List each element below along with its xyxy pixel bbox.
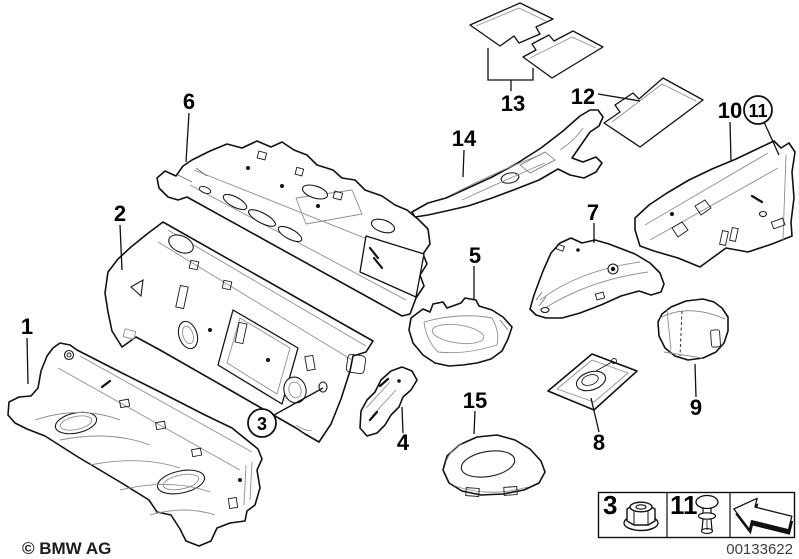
legend-rivet-label: 11 (670, 490, 698, 520)
part-drawing-12[interactable] (603, 77, 704, 148)
part-drawing-1[interactable] (7, 342, 263, 547)
part-drawing-5[interactable] (408, 297, 513, 367)
callout-label-4: 4 (397, 430, 410, 455)
image-number: 00133622 (726, 541, 793, 558)
callout-9[interactable]: 9 (690, 363, 702, 420)
callout-label-13: 13 (501, 91, 525, 116)
copyright-text: © BMW AG (22, 539, 111, 558)
callout-label-10: 10 (718, 98, 742, 123)
legend-cell-arrow[interactable] (729, 493, 797, 543)
legend-nut-label: 3 (603, 490, 617, 520)
callout-label-8: 8 (593, 430, 605, 455)
legend-cell-rivet[interactable]: 11 (670, 490, 719, 534)
callout-5[interactable]: 5 (469, 243, 481, 300)
part-drawing-4[interactable] (359, 366, 418, 437)
callout-3[interactable]: 3 (247, 387, 324, 438)
callout-15[interactable]: 15 (463, 388, 487, 435)
part-drawing-13a[interactable] (469, 2, 554, 47)
part-drawing-10[interactable] (634, 140, 796, 268)
callout-2[interactable]: 2 (114, 201, 126, 271)
direction-arrow-icon (733, 497, 794, 535)
part-drawing-8[interactable] (547, 353, 638, 411)
callout-label-1: 1 (21, 314, 33, 339)
callout-label-15: 15 (463, 388, 487, 413)
callout-10[interactable]: 10 (718, 98, 742, 162)
flange-nut-icon (623, 501, 659, 532)
callout-label-7: 7 (587, 200, 599, 225)
expansion-rivet-icon (695, 494, 719, 534)
part-drawing-14[interactable] (411, 109, 604, 218)
callout-label-11: 11 (748, 101, 767, 121)
part-drawing-2[interactable] (104, 221, 374, 443)
callout-14[interactable]: 14 (452, 126, 477, 178)
part-drawing-9[interactable] (657, 298, 729, 361)
legend-box: 3 11 (597, 490, 797, 543)
callout-12[interactable]: 12 (571, 84, 641, 109)
part-drawing-13b[interactable] (522, 30, 604, 79)
callout-label-14: 14 (452, 126, 477, 151)
callout-label-6: 6 (183, 89, 195, 114)
legend-cell-nut[interactable]: 3 (603, 490, 659, 532)
callout-13[interactable]: 13 (487, 48, 534, 116)
callout-label-2: 2 (114, 201, 126, 226)
callout-label-12: 12 (571, 84, 595, 109)
callout-7[interactable]: 7 (587, 200, 599, 243)
callout-1[interactable]: 1 (21, 314, 33, 385)
callout-label-9: 9 (690, 395, 702, 420)
callout-11[interactable]: 11 (743, 95, 780, 156)
callout-6[interactable]: 6 (183, 89, 195, 163)
callout-4[interactable]: 4 (397, 406, 410, 455)
part-drawing-15[interactable] (442, 434, 546, 497)
callout-label-5: 5 (469, 243, 481, 268)
callout-label-3: 3 (257, 414, 267, 434)
callout-8[interactable]: 8 (590, 397, 605, 455)
part-drawing-7[interactable] (529, 237, 665, 319)
part-drawing-6[interactable] (156, 140, 431, 317)
